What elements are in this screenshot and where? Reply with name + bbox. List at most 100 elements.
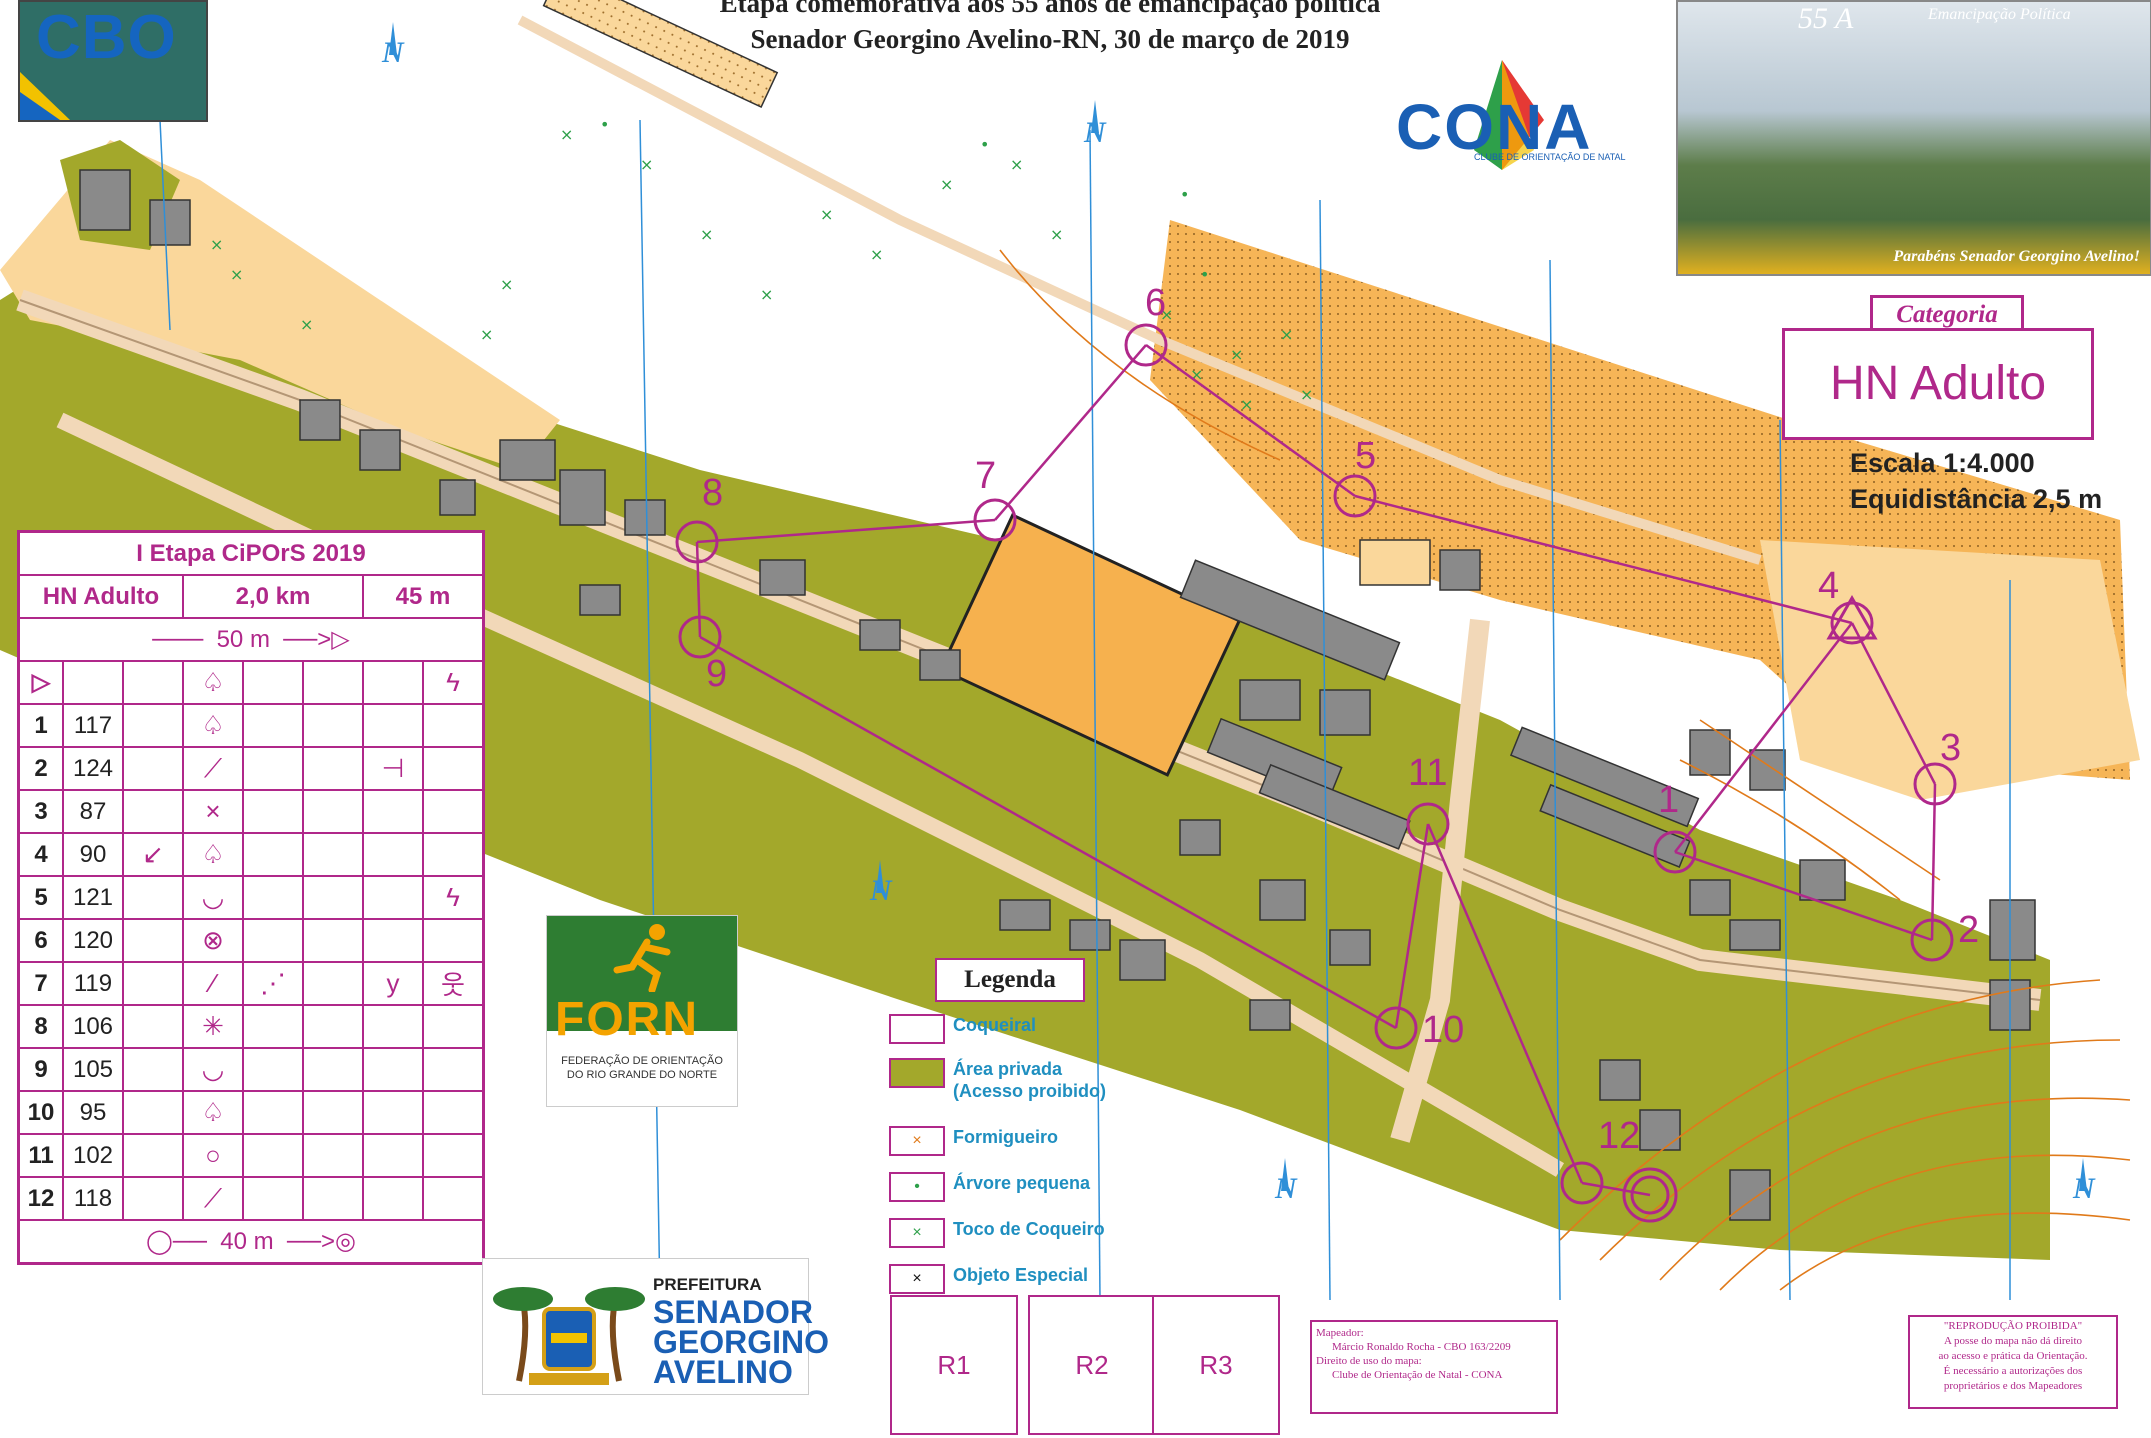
reproduction-notice: "REPRODUÇÃO PROIBIDA" A posse do mapa nã… [1908,1315,2118,1409]
sand-road-north [517,15,1762,565]
cona-logo-subtitle: CLUBE DE ORIENTAÇÃO DE NATAL [1474,152,1626,162]
control-number: 3 [1940,727,1961,769]
sports-field [938,513,1242,777]
cd-symbol: ✳ [182,1004,244,1049]
svg-text:×: × [1230,345,1243,364]
svg-text:×: × [940,175,953,194]
south-road [56,412,1565,1177]
svg-text:×: × [230,265,243,284]
photo-caption: Parabéns Senador Georgino Avelino! [1893,248,2140,265]
svg-text:×: × [1050,225,1063,244]
cd-symbol: ϟ [422,875,485,920]
cd-symbol: ∕ [182,961,244,1006]
small-tree-icon: • [889,1172,945,1202]
coconut-stump-icon: × [889,1218,945,1248]
prefeitura-label: PREFEITURA [653,1275,762,1294]
start-triangle-icon: ▷ [17,660,64,705]
notice-line: É necessário a autorizações dos [1943,1365,2083,1377]
cd-number: 1 [17,703,64,748]
cd-symbol: × [182,789,244,834]
cross-road [1390,618,1490,1143]
cd-symbol: y [362,961,424,1006]
svg-text:×: × [1160,305,1173,324]
runner-icon [613,924,671,992]
svg-text:×: × [1240,395,1253,414]
legend-label: Objeto Especial [953,1265,1089,1285]
control-number: 8 [702,472,723,514]
category-name: HN Adulto [1782,328,2094,440]
forn-logo: FORN FEDERAÇÃO DE ORIENTAÇÃO DO RIO GRAN… [546,915,738,1107]
north-label: N [869,874,893,907]
cd-symbol [362,703,424,748]
control-number: 1 [1658,779,1679,821]
legend-title: Legenda [935,958,1085,1002]
forn-logo-subtitle: FEDERAÇÃO DE ORIENTAÇÃO DO RIO GRANDE DO… [561,1055,723,1081]
north-arrows [389,22,2087,1191]
cd-symbol [362,918,424,963]
control-number: 12 [1598,1115,1640,1157]
cd-number: 3 [17,789,64,834]
cd-code: 90 [62,832,124,877]
cd-symbol [122,1047,184,1092]
cd-symbol [242,789,304,834]
legend-label: Formigueiro [953,1127,1059,1147]
control-number: 11 [1408,752,1447,794]
cd-symbol: ○ [182,1133,244,1178]
cd-number: 5 [17,875,64,920]
finish-double-circle-icon: ──>◎ [280,1228,356,1255]
notice-line: A posse do mapa não dá direito [1943,1335,2083,1347]
usage-rights-label: Direito de uso do mapa: [1316,1355,1422,1367]
cd-symbol: ♤ [182,660,244,705]
event-title-line1: Etapa comemorativa aos 55 anos de emanci… [719,0,1381,18]
cd-symbol [242,1047,304,1092]
svg-text:×: × [1300,385,1313,404]
svg-text:•: • [600,115,609,134]
control-number: 10 [1422,1009,1464,1051]
cbo-logo-graphic [20,72,70,120]
mapper-label: Mapeador: [1316,1327,1364,1339]
photo-subtitle: Emancipação Política [1928,6,2071,23]
cd-symbol [122,875,184,920]
buildings [79,0,2036,1221]
prefeitura-logo: PREFEITURA SENADOR GEORGINO AVELINO [482,1258,829,1395]
relay-box-r2: R2 [1028,1295,1156,1435]
cd-symbol [422,918,485,963]
legend-label: Coqueiral [953,1015,1037,1035]
cd-symbol [242,832,304,877]
control-number: 4 [1818,565,1839,607]
cd-code: 95 [62,1090,124,1135]
cd-symbol: ⟋ [182,746,244,791]
cd-code: 87 [62,789,124,834]
cd-code: 119 [62,961,124,1006]
svg-text:×: × [500,275,513,294]
cd-symbol [122,746,184,791]
cd-symbol: ↙ [122,832,184,877]
anniversary-photo: 55 A Emancipação Política Parabéns Senad… [1676,0,2151,276]
notice-line: ao acesso e prática da Orientação. [1938,1350,2088,1362]
cd-symbol [422,703,485,748]
control-description-sheet: I Etapa CiPOrS 2019 HN Adulto 2,0 km 45 … [17,530,485,1265]
cd-number: 6 [17,918,64,963]
cd-code: 105 [62,1047,124,1092]
cd-symbol [422,1047,485,1092]
cd-event-name: I Etapa CiPOrS 2019 [17,530,485,576]
cd-symbol [422,832,485,877]
cd-symbol [122,1133,184,1178]
notice-line: proprietários e dos Mapeadores [1943,1380,2083,1392]
cd-symbol [242,918,304,963]
cd-symbol [242,746,304,791]
cd-symbol [422,1090,485,1135]
cd-number: 10 [17,1090,64,1135]
control-number: 6 [1145,282,1166,324]
cd-code: 106 [62,1004,124,1049]
usage-rights-holder: Clube de Orientação de Natal - CONA [1332,1369,1503,1381]
north-label: N [381,36,405,69]
svg-text:•: • [1200,265,1209,284]
cd-symbol [362,832,424,877]
svg-text:×: × [1280,325,1293,344]
